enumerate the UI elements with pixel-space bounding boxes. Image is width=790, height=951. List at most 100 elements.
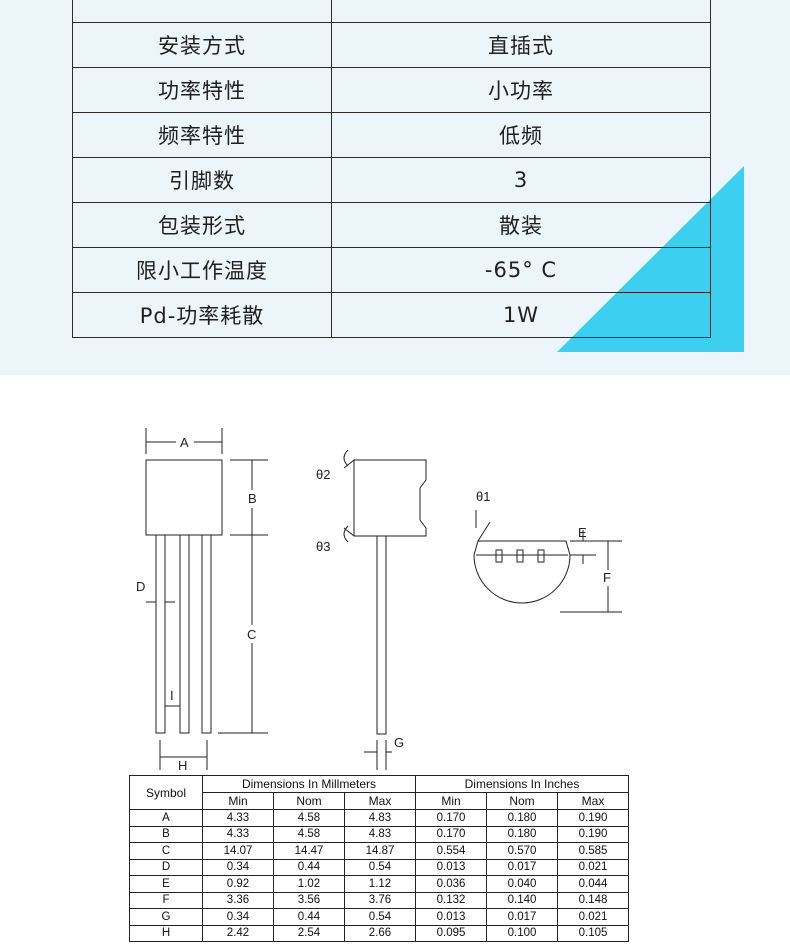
- dim-value: 0.044: [557, 875, 629, 893]
- dim-value: 0.34: [202, 858, 274, 876]
- dim-value: 0.132: [415, 891, 487, 909]
- spec-label: 限小工作温度: [72, 247, 332, 293]
- spec-value: 低频: [331, 112, 711, 158]
- dim-value: 0.92: [202, 875, 274, 893]
- dim-value: 0.570: [486, 842, 558, 860]
- dim-value: 0.140: [486, 891, 558, 909]
- dimensions-table: Symbol Dimensions In Millmeters Dimensio…: [129, 775, 629, 942]
- dim-i-label: I: [170, 688, 174, 703]
- in-nom-header: Nom: [486, 792, 558, 810]
- theta3-label: θ3: [316, 539, 330, 554]
- dim-value: 0.190: [557, 809, 629, 827]
- spec-row: 频率特性低频: [72, 112, 711, 158]
- dim-symbol: F: [129, 891, 203, 909]
- dim-symbol: C: [129, 842, 203, 860]
- spec-row: 功率特性小功率: [72, 67, 711, 113]
- spec-label: 频率特性: [72, 112, 332, 158]
- dim-value: 0.180: [486, 809, 558, 827]
- dim-subheader-row: Min Nom Max Min Nom Max: [130, 792, 629, 810]
- spec-label: 引脚数: [72, 157, 332, 203]
- dim-value: 0.105: [557, 924, 629, 942]
- millimeters-header: Dimensions In Millmeters: [202, 775, 416, 793]
- lead-left: [155, 534, 166, 734]
- dim-header-row: Symbol Dimensions In Millmeters Dimensio…: [129, 775, 629, 810]
- dim-value: 0.040: [486, 875, 558, 893]
- spec-value: -65° C: [331, 247, 711, 293]
- spec-value: [331, 0, 711, 23]
- dim-value: 4.33: [202, 809, 274, 827]
- mm-nom-header: Nom: [273, 792, 345, 810]
- mm-min-header: Min: [202, 792, 274, 810]
- spec-value: 直插式: [331, 22, 711, 68]
- lead-middle: [179, 534, 190, 734]
- front-body: [145, 459, 223, 536]
- dim-value: 1.12: [344, 875, 416, 893]
- dim-value: 3.56: [273, 891, 345, 909]
- dim-value: 0.148: [557, 891, 629, 909]
- package-drawing: A B C D I H θ2 θ3 G: [136, 428, 622, 773]
- dim-value: 4.33: [202, 825, 274, 843]
- bottom-body: [473, 540, 571, 604]
- front-view: A B C D I H: [136, 428, 268, 773]
- spec-label: [72, 0, 332, 23]
- dim-d-label: D: [136, 579, 145, 594]
- dim-value: 0.54: [344, 908, 416, 926]
- dim-value: 0.190: [557, 825, 629, 843]
- spec-value: 3: [331, 157, 711, 203]
- dim-h-label: H: [178, 758, 187, 773]
- dim-g-label: G: [394, 735, 404, 750]
- dim-symbol: G: [129, 908, 203, 926]
- dim-value: 0.170: [415, 825, 487, 843]
- bottom-view: θ1 F E: [473, 489, 622, 613]
- spec-row: [72, 0, 711, 23]
- dim-value: 0.54: [344, 858, 416, 876]
- theta3-arc: [343, 525, 349, 543]
- dim-value: 4.83: [344, 825, 416, 843]
- dim-symbol: B: [129, 825, 203, 843]
- dim-value: 4.58: [273, 825, 345, 843]
- pin-2-footprint: [516, 549, 524, 563]
- theta2-arc: [343, 449, 349, 467]
- mm-max-header: Max: [344, 792, 416, 810]
- dim-value: 4.58: [273, 809, 345, 827]
- dim-value: 0.180: [486, 825, 558, 843]
- dim-value: 0.013: [415, 908, 487, 926]
- dim-value: 0.017: [486, 908, 558, 926]
- pin-1-footprint: [495, 549, 503, 563]
- dim-value: 0.34: [202, 908, 274, 926]
- dim-value: 0.554: [415, 842, 487, 860]
- dim-value: 0.017: [486, 858, 558, 876]
- dim-value: 4.83: [344, 809, 416, 827]
- side-chamfer-top: [343, 459, 355, 469]
- side-lead: [376, 535, 387, 735]
- dim-a-label: A: [180, 435, 189, 450]
- spec-value: 小功率: [331, 67, 711, 113]
- spec-row: 限小工作温度-65° C: [72, 247, 711, 293]
- dim-value: 0.095: [415, 924, 487, 942]
- side-body: [353, 459, 427, 537]
- dim-value: 0.100: [486, 924, 558, 942]
- dim-value: 2.66: [344, 924, 416, 942]
- spec-label: Pd-功率耗散: [72, 292, 332, 338]
- spec-label: 安装方式: [72, 22, 332, 68]
- dim-value: 0.44: [273, 908, 345, 926]
- spec-value: 1W: [331, 292, 711, 338]
- dim-symbol: H: [129, 924, 203, 942]
- spec-value: 散装: [331, 202, 711, 248]
- dim-value: 14.87: [344, 842, 416, 860]
- dim-value: 0.44: [273, 858, 345, 876]
- lead-right: [201, 534, 212, 734]
- in-max-header: Max: [557, 792, 629, 810]
- pin-3-footprint: [537, 549, 545, 563]
- dim-value: 14.47: [273, 842, 345, 860]
